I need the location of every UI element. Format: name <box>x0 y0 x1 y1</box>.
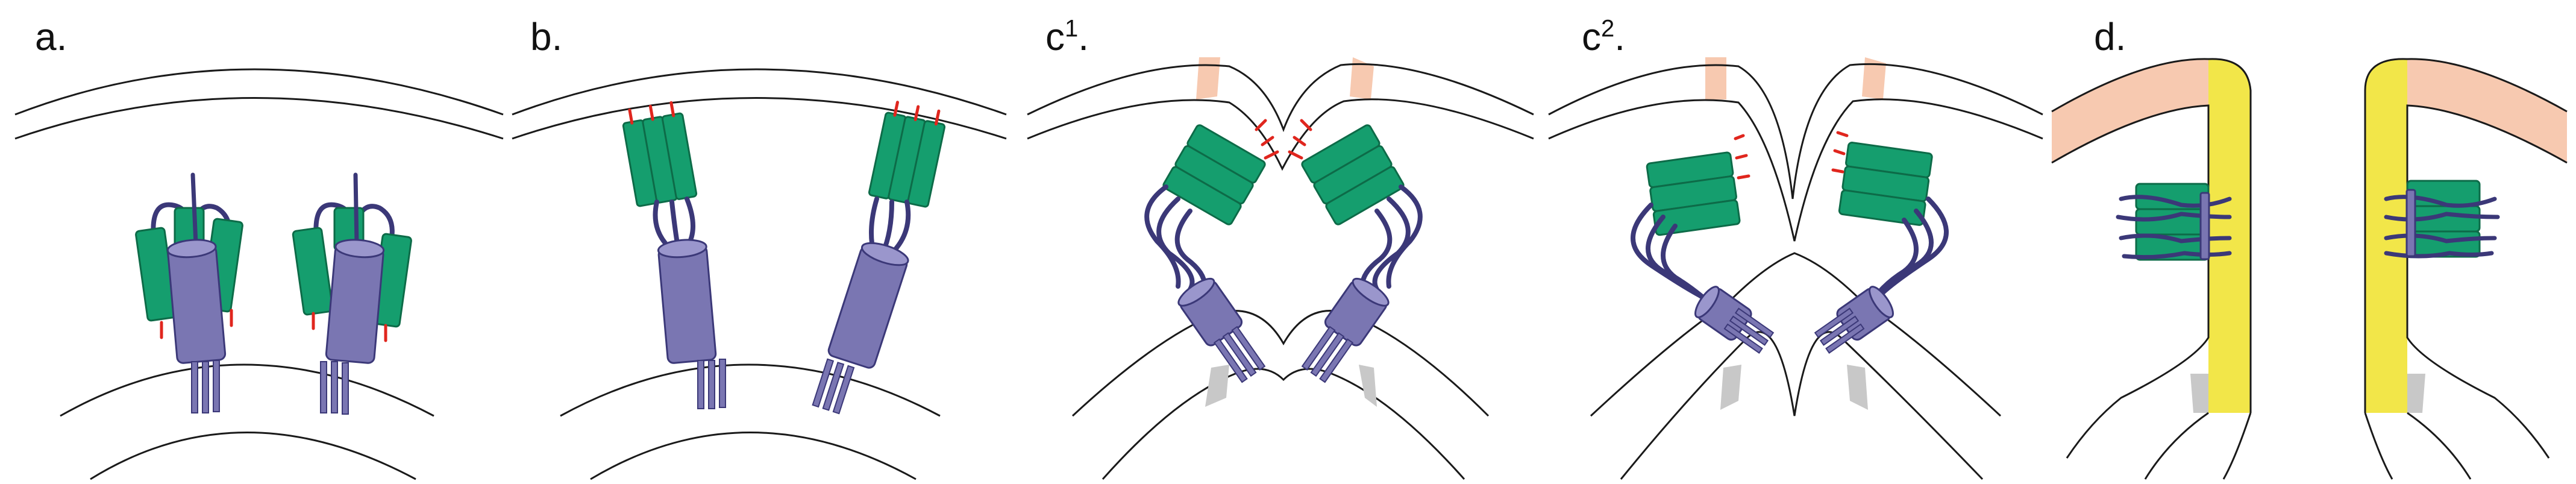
panel-c1 <box>1027 57 1534 480</box>
snare-complex-left <box>1631 134 1775 354</box>
snare-complex-left <box>135 172 243 413</box>
snare-bundle-right <box>2384 180 2500 259</box>
panel-c2 <box>1548 57 2043 480</box>
outer-membrane <box>14 68 504 140</box>
panel-d <box>2051 58 2568 480</box>
snare-complex-right <box>1288 119 1423 383</box>
snare-complex-right <box>292 172 412 415</box>
inner-membrane <box>60 363 434 480</box>
panel-b <box>512 68 1007 480</box>
inner-membrane-pinch <box>1071 310 1490 480</box>
inner-membrane-pinch <box>1590 252 2002 480</box>
inner-membrane <box>560 363 941 480</box>
panel-label-c1: c1. <box>1045 15 1089 58</box>
panel-a <box>14 68 504 480</box>
snare-complex-right <box>812 101 946 415</box>
snare-bundle-left <box>2116 183 2232 261</box>
fused-membrane-left <box>2051 58 2252 480</box>
panel-label-c2: c2. <box>1582 15 1626 58</box>
outer-membrane <box>512 68 1007 140</box>
panel-label-d: d. <box>2094 15 2126 58</box>
snare-complex-right <box>1814 131 1949 354</box>
panel-label-a: a. <box>35 15 67 58</box>
outer-membrane-pinch <box>1548 57 2043 242</box>
outer-membrane-pinch <box>1027 57 1534 171</box>
snare-complex-left <box>622 101 726 409</box>
snare-complex-left <box>1144 119 1279 383</box>
fused-membrane-right <box>2364 58 2568 480</box>
panel-label-b: b. <box>530 15 563 58</box>
